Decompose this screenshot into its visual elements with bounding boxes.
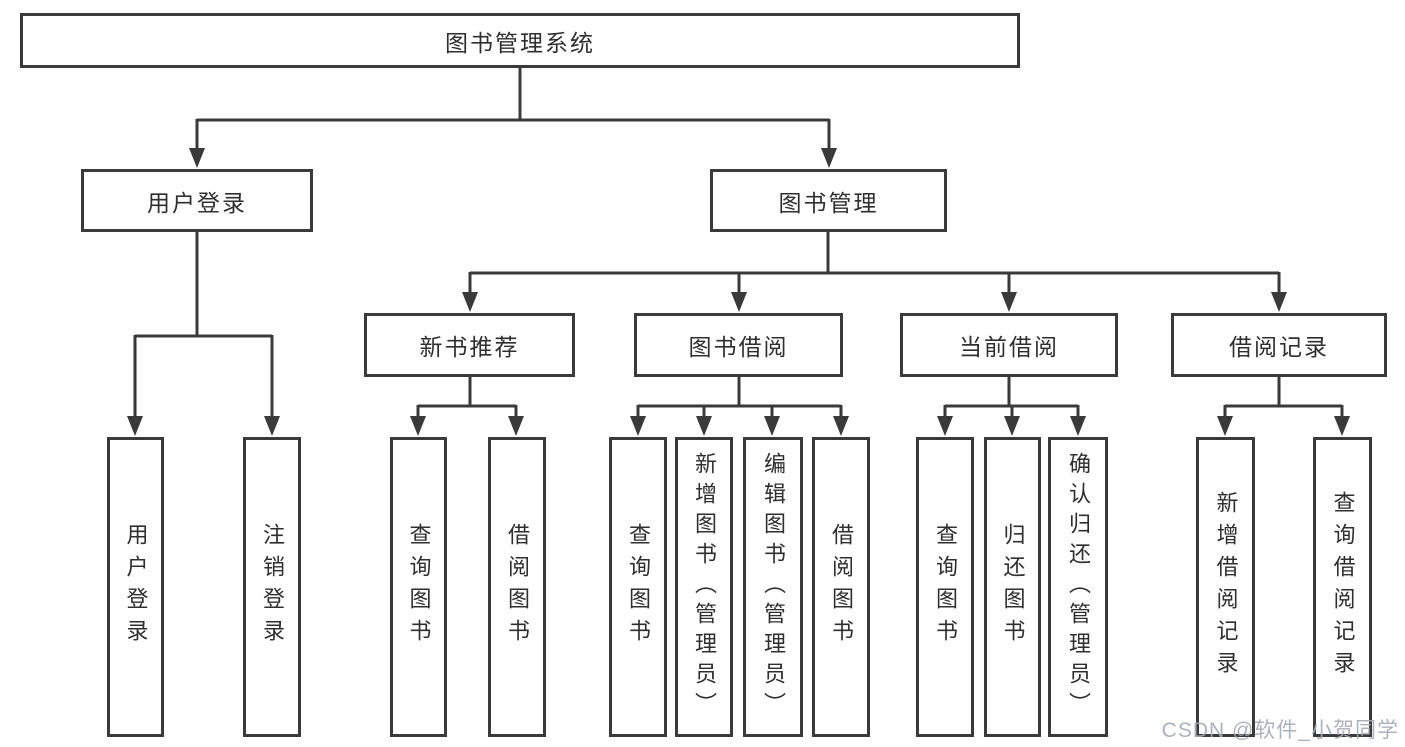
node-leaf-confirm-return-admin: 确认归还（管理员） [1048, 437, 1108, 737]
node-leaf-query-books-recommend: 查询图书 [390, 437, 447, 737]
node-label: 查询借阅记录 [1330, 491, 1356, 683]
node-leaf-add-books-admin: 新增图书（管理员） [675, 437, 733, 737]
node-label: 查询图书 [933, 523, 958, 651]
node-label: 注销登录 [260, 523, 285, 651]
node-label: 当前借阅 [959, 334, 1059, 360]
node-label: 用户登录 [123, 523, 149, 651]
node-leaf-borrow-books: 借阅图书 [812, 437, 870, 737]
node-new-book-recommend: 新书推荐 [364, 313, 575, 377]
node-label: 借阅图书 [505, 523, 530, 651]
node-label: 查询图书 [406, 523, 432, 651]
node-label: 新增借阅记录 [1213, 491, 1239, 683]
node-label: 新书推荐 [419, 334, 520, 360]
node-leaf-borrow-books-recommend: 借阅图书 [488, 437, 546, 737]
node-leaf-user-login: 用户登录 [107, 437, 164, 737]
node-label: 归还图书 [1000, 523, 1026, 651]
node-leaf-query-books-current: 查询图书 [916, 437, 974, 737]
node-book-borrow: 图书借阅 [634, 313, 843, 377]
node-label: 借阅图书 [829, 523, 854, 651]
node-leaf-logout: 注销登录 [243, 437, 301, 737]
node-label: 确认归还（管理员） [1066, 452, 1091, 722]
node-leaf-return-books: 归还图书 [984, 437, 1041, 737]
node-label: 新增图书（管理员） [692, 452, 717, 722]
node-book-management-branch: 图书管理 [710, 169, 947, 232]
node-current-borrow: 当前借阅 [900, 313, 1118, 377]
node-leaf-edit-books-admin: 编辑图书（管理员） [743, 437, 803, 737]
arrow-down-icons [127, 148, 1350, 436]
tree-edges [133, 68, 1344, 418]
node-leaf-query-borrow-record: 查询借阅记录 [1313, 437, 1372, 737]
node-label: 图书借阅 [688, 334, 789, 360]
csdn-watermark: CSDN @软件_小贺同学 [1161, 719, 1399, 742]
node-leaf-query-books-borrow: 查询图书 [609, 437, 667, 737]
node-label: 借阅记录 [1229, 334, 1329, 360]
node-user-login-branch: 用户登录 [81, 169, 313, 232]
node-leaf-add-borrow-record: 新增借阅记录 [1196, 437, 1255, 737]
node-label: 图书管理 [778, 189, 879, 216]
node-label: 用户登录 [147, 189, 247, 216]
node-label: 查询图书 [626, 523, 651, 651]
node-library-management-system: 图书管理系统 [20, 13, 1020, 68]
node-label: 编辑图书（管理员） [761, 452, 786, 722]
node-borrow-records: 借阅记录 [1171, 313, 1387, 377]
node-label: 图书管理系统 [445, 29, 595, 56]
